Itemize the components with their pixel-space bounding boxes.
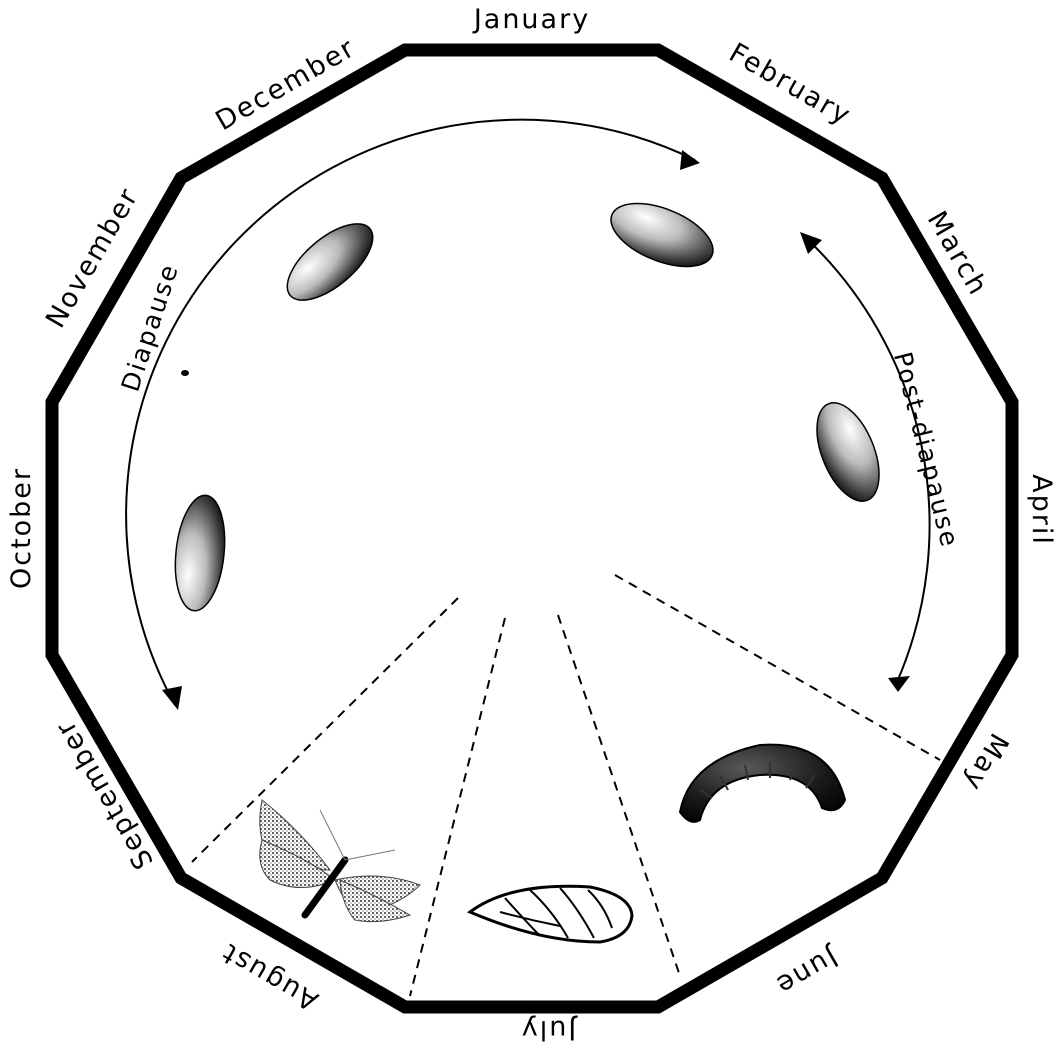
cocoon-october [170,493,230,613]
diapause-arrow [126,120,695,705]
diapause-arrowhead-top [680,150,700,170]
speck-mark [181,370,189,376]
divider-line-may [615,575,940,760]
divider-line-august [192,598,458,862]
month-label-june: June [770,940,845,1001]
cocoon-december [275,210,386,314]
phase-label-post-diapause: Post-diapause [888,349,965,551]
diapause-arrowhead-bottom [162,686,182,710]
divider-line-july-left [410,618,505,996]
moth-illustration [260,800,420,922]
month-label-october: October [6,467,37,589]
month-label-january: January [472,4,590,35]
pupa-illustration [470,886,632,942]
post-diapause-arrowhead-bottom [888,676,910,692]
month-label-february: February [724,37,857,132]
cocoon-february [602,191,722,280]
month-label-april: April [1026,474,1057,546]
larva-illustration [680,745,845,822]
month-label-july: July [520,1014,579,1045]
cocoon-april [804,394,891,510]
